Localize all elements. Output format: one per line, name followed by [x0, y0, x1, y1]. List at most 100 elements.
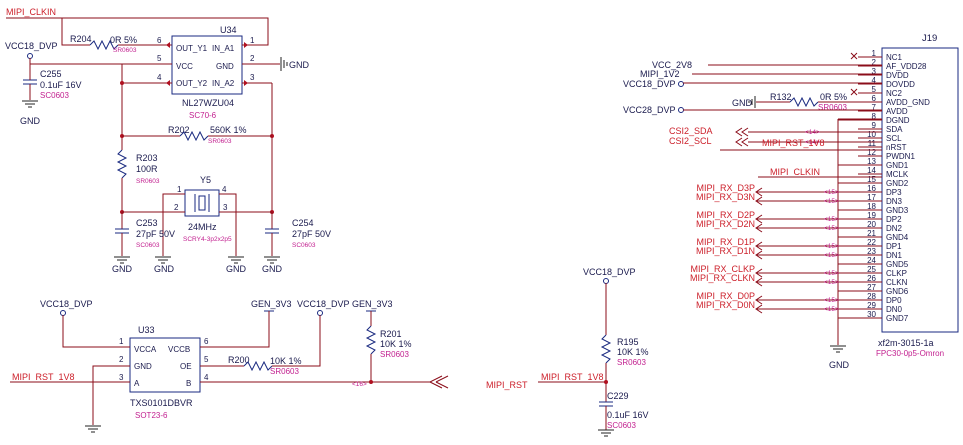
offpage-ref-15: <15> — [824, 216, 839, 223]
j19-pin-number: 5 — [872, 85, 877, 94]
j19-pin-name: GND4 — [886, 233, 909, 242]
svg-text:2: 2 — [174, 203, 179, 212]
svg-text:1: 1 — [250, 36, 255, 45]
offpage-ref-15: <15> — [824, 252, 839, 259]
gnd-symbol-c229 — [598, 429, 614, 437]
j19-pin-list: NC11AF_VDD282DVDD3DOVDD4NC25AVDD_GND6AVD… — [838, 49, 930, 323]
c229-capacitor: C229 0.1uF 16V SC0603 — [599, 391, 649, 430]
offpage-ref-15: <15> — [824, 189, 839, 196]
svg-text:27pF 50V: 27pF 50V — [136, 229, 175, 239]
j19-pin-number: 25 — [867, 265, 876, 274]
j19-pin-number: 26 — [867, 274, 876, 283]
net-label-vcc18-dvp-j19: VCC18_DVP — [623, 79, 676, 89]
r204-resistor: R204 0R 5% SR0603 — [70, 34, 172, 54]
offpage-arrow — [755, 268, 763, 278]
offpage-ref-15: <15> — [824, 243, 839, 250]
j19-pin-name: DN0 — [886, 305, 903, 314]
svg-text:10K 1%: 10K 1% — [380, 339, 412, 349]
net-label-mipi-rx: MIPI_RX_D3P — [696, 183, 755, 193]
svg-text:OUT_Y1: OUT_Y1 — [176, 44, 208, 53]
u34-inverter: U34 OUT_Y1 VCC OUT_Y2 IN_A1 GND IN_A2 6 … — [122, 25, 280, 120]
offpage-ref-15: <15> — [824, 297, 839, 304]
svg-text:3: 3 — [119, 373, 124, 382]
j19-pin-number: 16 — [867, 184, 876, 193]
j19-pin-name: DP0 — [886, 296, 902, 305]
j19-pin-number: 30 — [867, 310, 876, 319]
j19-pin-number: 19 — [867, 211, 876, 220]
offpage-arrow — [755, 304, 763, 314]
j19-pin-number: 14 — [867, 166, 876, 175]
j19-pin-number: 12 — [867, 148, 876, 157]
j19-pin-name: GND7 — [886, 314, 909, 323]
offpage-arrow — [755, 241, 763, 251]
j19-pin-name: DN3 — [886, 197, 903, 206]
net-label-mipi-rx: MIPI_RX_D3N — [696, 192, 755, 202]
u34-ref: U34 — [220, 25, 237, 35]
svg-text:5: 5 — [204, 355, 209, 364]
svg-text:6: 6 — [204, 337, 209, 346]
svg-text:1: 1 — [177, 185, 182, 194]
net-label-mipi-rx: MIPI_RX_D0P — [696, 291, 755, 301]
j19-pin-number: 20 — [867, 220, 876, 229]
r204-ref: R204 — [70, 34, 92, 44]
c253-capacitor: C253 27pF 50V SC0603 — [115, 212, 175, 256]
net-label-gen-3v3-2: GEN_3V3 — [352, 299, 393, 309]
offpage-arrow — [755, 277, 763, 287]
net-label-mipi-rx: MIPI_RX_D1N — [696, 246, 755, 256]
mipi-rx-nets: MIPI_RX_D3P<15>MIPI_RX_D3N<15>MIPI_RX_D2… — [690, 183, 858, 314]
r204-pkg: SR0603 — [113, 47, 137, 54]
j19-pin-name: DVDD — [886, 71, 909, 80]
j19-pin-name: SCL — [886, 134, 902, 143]
offpage-arrow — [755, 196, 763, 206]
svg-text:VCCB: VCCB — [168, 345, 190, 354]
svg-text:IN_A1: IN_A1 — [212, 44, 235, 53]
u33-level-translator: U33 VCCA GND A VCCB OE B 1 2 3 6 5 4 TXS… — [119, 325, 430, 420]
svg-text:1: 1 — [119, 337, 124, 346]
power-port-vcc18 — [27, 53, 33, 59]
net-label-mipi-1v2: MIPI_1V2 — [640, 69, 680, 79]
j19-pin-number: 6 — [872, 94, 877, 103]
net-label-mipi-rst-1v8-right: MIPI_RST_1V8 — [541, 372, 604, 382]
u34-pkg: SC70-6 — [189, 111, 217, 120]
u34-part: NL27WZU04 — [182, 98, 234, 108]
j19-pin-name: AVDD — [886, 107, 908, 116]
net-label-mipi-rst-1v8-left: MIPI_RST_1V8 — [12, 372, 75, 382]
gnd-symbol-u34: GND — [280, 57, 310, 71]
net-label-mipi-clkin-j19: MIPI_CLKIN — [770, 167, 820, 177]
offpage-ref-15: <15> — [824, 225, 839, 232]
svg-text:SR0603: SR0603 — [270, 367, 299, 376]
net-label-vcc18-dvp-top: VCC18_DVP — [5, 41, 58, 51]
svg-text:3: 3 — [250, 73, 255, 82]
svg-text:SR0603: SR0603 — [617, 358, 646, 367]
svg-text:Y5: Y5 — [200, 175, 211, 185]
svg-text:5: 5 — [157, 54, 162, 63]
net-label-gen-3v3-1: GEN_3V3 — [251, 299, 292, 309]
j19-pin-name: CLKP — [886, 269, 907, 278]
offpage-ref-15: <15> — [824, 270, 839, 277]
oscillator-section: MIPI_CLKIN VCC18_DVP C255 0.1uF 16V SC06… — [5, 7, 331, 274]
svg-text:0.1uF 16V: 0.1uF 16V — [607, 410, 649, 420]
net-label-mipi-rx: MIPI_RX_D1P — [696, 237, 755, 247]
gnd-label: GND — [289, 60, 310, 70]
svg-text:SC0603: SC0603 — [607, 421, 636, 430]
svg-text:TXS0101DBVR: TXS0101DBVR — [130, 398, 193, 408]
j19-pin-name: GND2 — [886, 179, 909, 188]
svg-text:R195: R195 — [617, 337, 639, 347]
j19-pin-name: AF_VDD28 — [886, 62, 927, 71]
gnd-label-r132: GND — [732, 98, 753, 108]
j19-pin-number: 4 — [872, 76, 877, 85]
svg-text:24MHz: 24MHz — [188, 222, 217, 232]
svg-text:560K 1%: 560K 1% — [210, 125, 247, 135]
j19-pin-number: 28 — [867, 292, 876, 301]
j19-pin-number: 3 — [872, 67, 877, 76]
svg-text:R202: R202 — [168, 125, 190, 135]
r200-resistor: R200 10K 1% SR0603 — [228, 355, 302, 376]
j19-pin-number: 21 — [867, 229, 876, 238]
svg-text:R200: R200 — [228, 355, 250, 365]
svg-text:GND: GND — [262, 264, 283, 274]
svg-text:C254: C254 — [292, 218, 314, 228]
svg-text:VCC: VCC — [176, 62, 193, 71]
svg-text:C229: C229 — [607, 391, 629, 401]
j19-pin-name: GND6 — [886, 287, 909, 296]
net-label-mipi-rx: MIPI_RX_CLKN — [690, 273, 755, 283]
